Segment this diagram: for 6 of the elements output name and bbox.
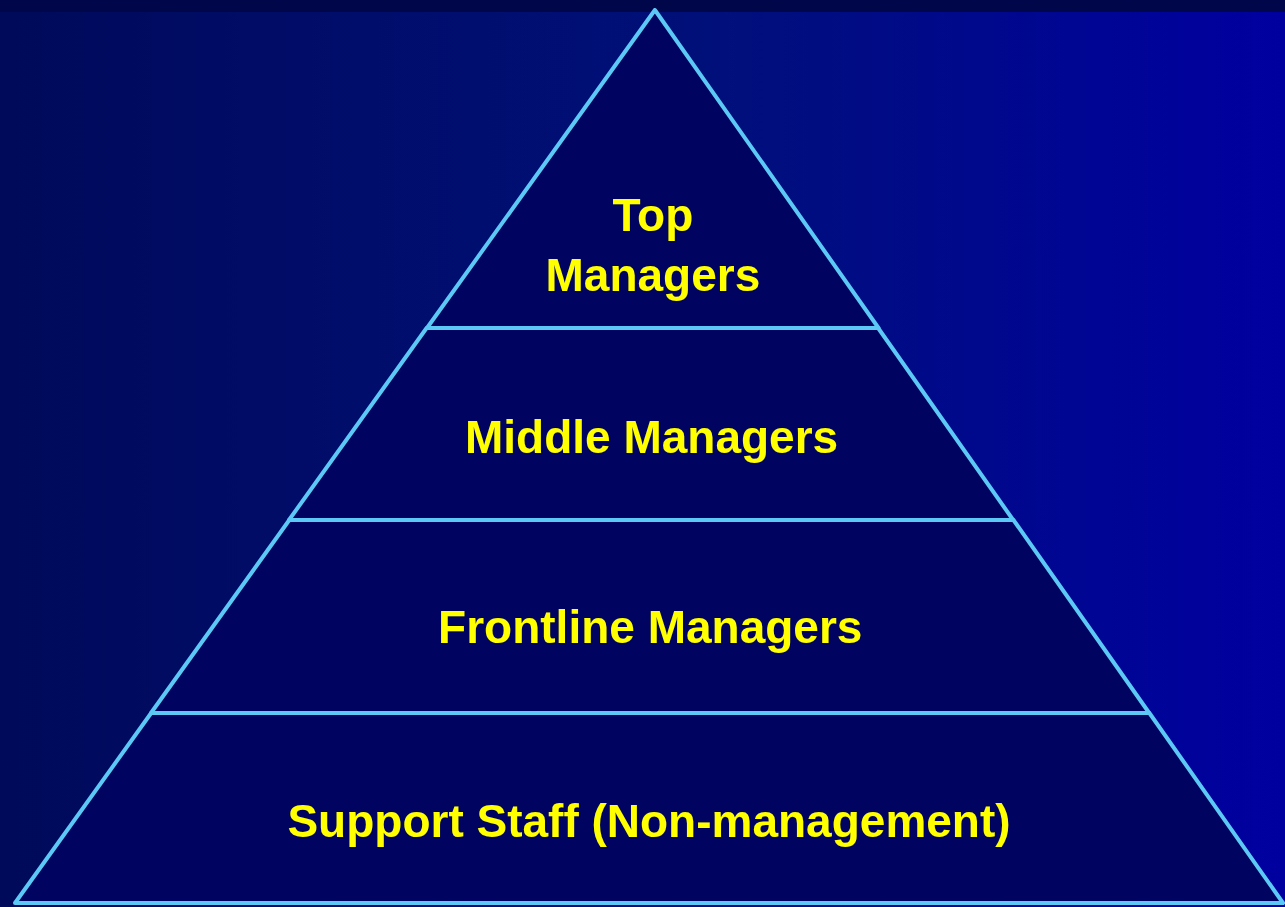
- pyramid-tier: [425, 8, 881, 330]
- pyramid-tier: [13, 711, 1285, 905]
- tier-label: Top Managers: [544, 188, 762, 304]
- tier-label: Frontline Managers: [438, 600, 863, 656]
- tier-label: Support Staff (Non-management): [287, 793, 1011, 849]
- tier-label: Middle Managers: [464, 409, 839, 465]
